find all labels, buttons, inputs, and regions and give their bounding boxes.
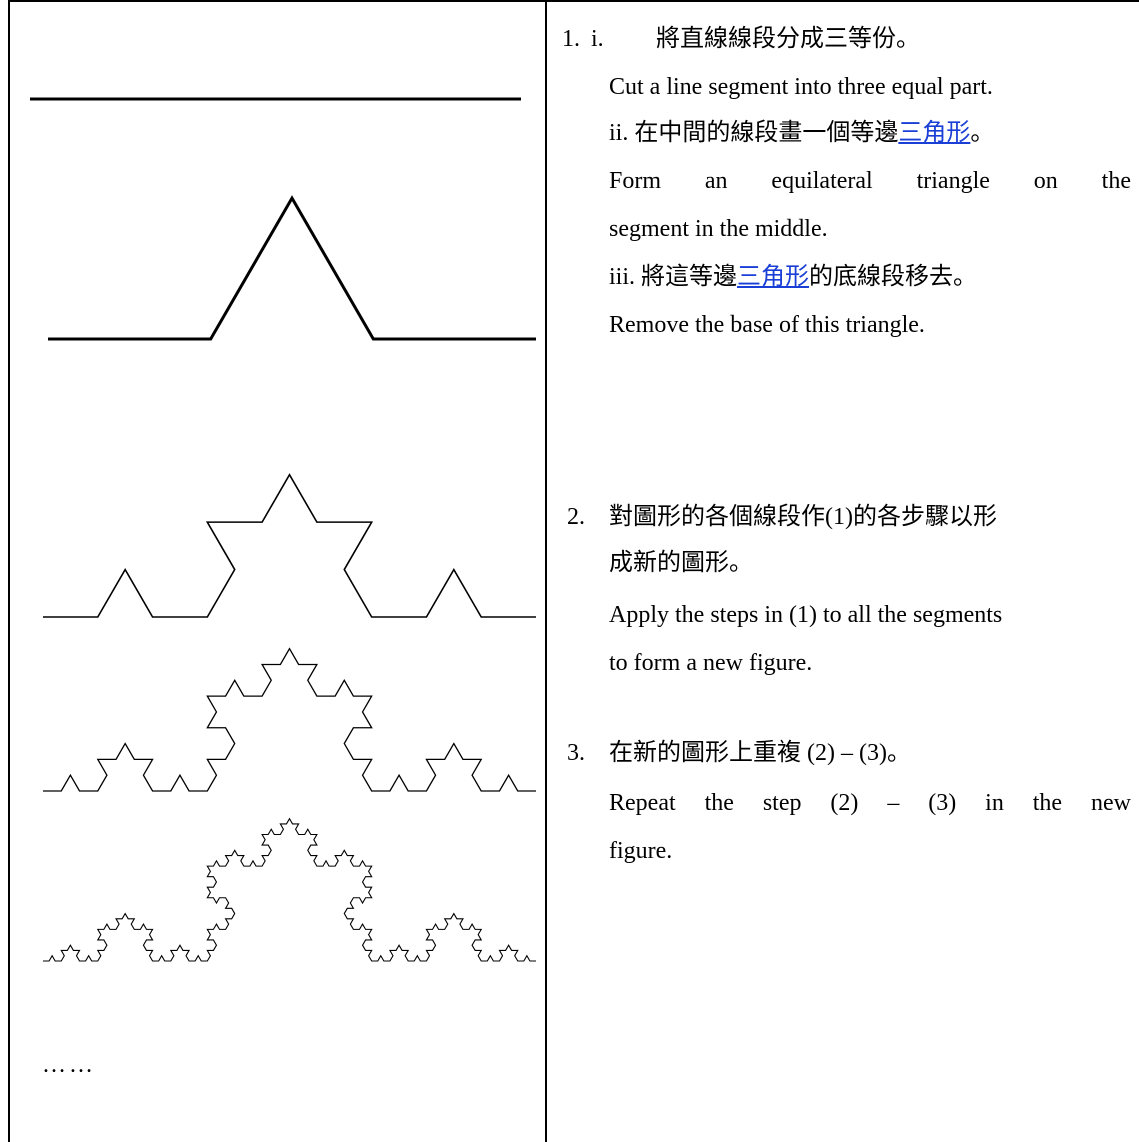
table-column-divider	[545, 0, 547, 1142]
table-border-left	[8, 0, 10, 1142]
triangle-link[interactable]: 三角形	[737, 264, 810, 290]
step-1-i-label: i.	[591, 26, 604, 52]
step-1-ii-en-line2: segment in the middle.	[609, 216, 828, 242]
koch-iteration-3-curve	[43, 647, 536, 792]
koch-iteration-1-curve	[48, 195, 536, 341]
step-1-iii-zh: iii. 將這等邊三角形的底線段移去。	[609, 264, 978, 290]
step-2-zh-line2: 成新的圖形。	[609, 550, 753, 576]
step-1-iii-en: Remove the base of this triangle.	[609, 312, 925, 338]
step-2-number: 2.	[567, 504, 585, 530]
step-2-zh-line1: 對圖形的各個線段作(1)的各步驟以形	[609, 504, 997, 530]
step-3-en-line2: figure.	[609, 838, 673, 864]
koch-figures	[30, 97, 536, 962]
step-2-en-line2: to form a new figure.	[609, 650, 813, 676]
step-1-i-zh: 將直線線段分成三等份。	[656, 26, 920, 52]
step-1-ii-zh: ii. 在中間的線段畫一個等邊三角形。	[609, 120, 995, 146]
table-border-top	[8, 0, 1139, 2]
step-1-number: 1.	[562, 26, 580, 52]
triangle-link[interactable]: 三角形	[898, 120, 971, 146]
step-2-en-line1: Apply the steps in (1) to all the segmen…	[609, 602, 1003, 628]
continuation-dots: ……	[42, 1052, 96, 1078]
step-1-ii-en-line1: Form an equilateral triangle on the	[609, 168, 1131, 194]
koch-iteration-2-curve	[43, 473, 536, 618]
step-3-zh: 在新的圖形上重複 (2) – (3)。	[609, 740, 911, 766]
koch-iteration-4-curve	[43, 817, 536, 962]
step-3-number: 3.	[567, 740, 585, 766]
step-3-en-line1: Repeat the step (2) – (3) in the new	[609, 790, 1131, 816]
step-1-i-en: Cut a line segment into three equal part…	[609, 74, 993, 100]
